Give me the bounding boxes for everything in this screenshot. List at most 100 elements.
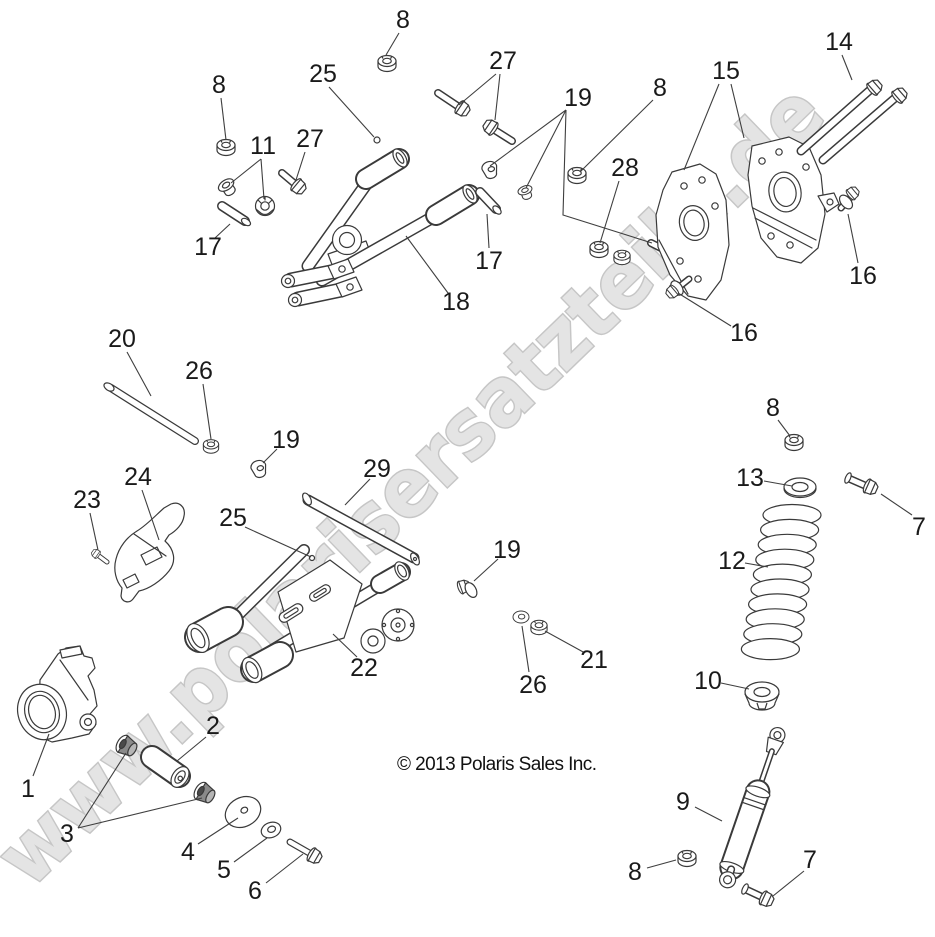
callout-23: 23 bbox=[73, 486, 101, 514]
callout-28: 28 bbox=[611, 154, 639, 182]
leader-line-19 bbox=[562, 109, 653, 244]
bolt-7-lower bbox=[741, 883, 777, 910]
callout-17: 17 bbox=[194, 233, 222, 261]
leader-line-13 bbox=[763, 480, 793, 487]
callout-6: 6 bbox=[248, 877, 262, 905]
callout-9: 9 bbox=[676, 788, 690, 816]
leader-line-3 bbox=[77, 797, 203, 829]
callout-4: 4 bbox=[181, 838, 195, 866]
leader-line-26 bbox=[202, 383, 212, 440]
nut-26 bbox=[202, 439, 220, 454]
leader-line-4 bbox=[197, 817, 239, 845]
callout-25: 25 bbox=[309, 60, 337, 88]
leader-line-8 bbox=[777, 419, 791, 437]
cap-19 bbox=[248, 458, 270, 480]
leader-line-16 bbox=[677, 292, 732, 327]
leader-line-3 bbox=[77, 752, 127, 829]
pin-17-left bbox=[217, 201, 252, 227]
leader-line-11 bbox=[260, 158, 265, 200]
leader-line-20 bbox=[126, 351, 152, 397]
bracket-plate-left bbox=[655, 163, 730, 301]
support-rail-29 bbox=[302, 492, 420, 566]
callout-17: 17 bbox=[475, 247, 503, 275]
leader-line-11 bbox=[230, 158, 262, 184]
leader-line-14 bbox=[841, 54, 853, 81]
callout-22: 22 bbox=[350, 654, 378, 682]
callout-27: 27 bbox=[296, 125, 324, 153]
leader-line-19 bbox=[473, 558, 499, 582]
callout-7: 7 bbox=[912, 513, 926, 541]
pivot-rod-20 bbox=[103, 382, 199, 445]
callout-1: 1 bbox=[21, 775, 35, 803]
callout-16: 16 bbox=[730, 319, 758, 347]
callout-11: 11 bbox=[250, 132, 276, 160]
leader-line-15 bbox=[730, 83, 745, 139]
flange-nut-21 bbox=[530, 619, 548, 636]
callout-3: 3 bbox=[60, 820, 74, 848]
flange-bolt-19-flange bbox=[464, 582, 478, 598]
bolt-7-upper bbox=[844, 472, 881, 498]
leader-line-17 bbox=[486, 213, 490, 249]
callout-7: 7 bbox=[803, 846, 817, 874]
leader-line-8 bbox=[385, 32, 400, 56]
washer-4 bbox=[224, 795, 262, 829]
flange-nut bbox=[613, 249, 631, 266]
spring-retainer-10 bbox=[744, 681, 780, 711]
leader-line-8 bbox=[579, 99, 654, 173]
flange-nut-28 bbox=[589, 240, 609, 259]
upper-a-arm bbox=[280, 148, 480, 308]
leader-line-28 bbox=[599, 180, 620, 244]
callout-2: 2 bbox=[206, 712, 220, 740]
leader-line-24 bbox=[141, 489, 160, 541]
pin-17-right bbox=[475, 187, 502, 215]
leader-line-9 bbox=[694, 806, 723, 822]
copyright-text: © 2013 Polaris Sales Inc. bbox=[397, 754, 597, 775]
leader-line-8 bbox=[646, 859, 677, 869]
callout-18: 18 bbox=[442, 288, 470, 316]
guard-24 bbox=[114, 502, 185, 603]
leader-line-26 bbox=[521, 625, 530, 673]
flange-nut-8 bbox=[677, 849, 697, 868]
bushing-2 bbox=[140, 745, 191, 788]
long-bolt-14 bbox=[818, 84, 911, 165]
leader-line-25 bbox=[244, 526, 312, 558]
leader-line-27 bbox=[458, 73, 497, 106]
callout-8: 8 bbox=[628, 858, 642, 886]
coil-spring-12 bbox=[740, 503, 822, 661]
bolt-6 bbox=[286, 838, 325, 867]
callout-19: 19 bbox=[564, 84, 592, 112]
leader-line-19 bbox=[489, 109, 567, 167]
flange-nut-8 bbox=[784, 433, 804, 452]
callout-8: 8 bbox=[212, 71, 226, 99]
leader-line-7 bbox=[772, 870, 805, 897]
bushing-3 bbox=[190, 779, 219, 808]
callout-15: 15 bbox=[712, 57, 740, 85]
callout-29: 29 bbox=[363, 455, 391, 483]
long-bolt-14 bbox=[796, 76, 886, 156]
leader-line-19 bbox=[525, 109, 567, 189]
bolt-27-b bbox=[480, 116, 516, 145]
leader-line-29 bbox=[344, 478, 371, 506]
leader-line-19 bbox=[262, 448, 278, 464]
callout-20: 20 bbox=[108, 325, 136, 353]
callout-26: 26 bbox=[519, 671, 547, 699]
spring-retainer-13 bbox=[783, 477, 817, 499]
leader-line-2 bbox=[176, 736, 207, 762]
shock-absorber-9 bbox=[719, 726, 786, 889]
washer-5 bbox=[258, 818, 284, 842]
flange-nut-8 bbox=[567, 166, 587, 185]
callout-27: 27 bbox=[489, 47, 517, 75]
screw-23 bbox=[89, 547, 110, 565]
lower-control-arm bbox=[184, 544, 415, 684]
callout-10: 10 bbox=[694, 667, 722, 695]
leader-line-8 bbox=[220, 97, 227, 141]
cap-19 bbox=[479, 159, 501, 181]
leader-line-27 bbox=[295, 151, 306, 181]
callout-19: 19 bbox=[493, 536, 521, 564]
leader-line-21 bbox=[544, 630, 586, 654]
callout-24: 24 bbox=[124, 463, 152, 491]
bolt-27-a bbox=[434, 89, 473, 120]
pivot-hole-25 bbox=[373, 136, 381, 144]
callout-19: 19 bbox=[272, 426, 300, 454]
